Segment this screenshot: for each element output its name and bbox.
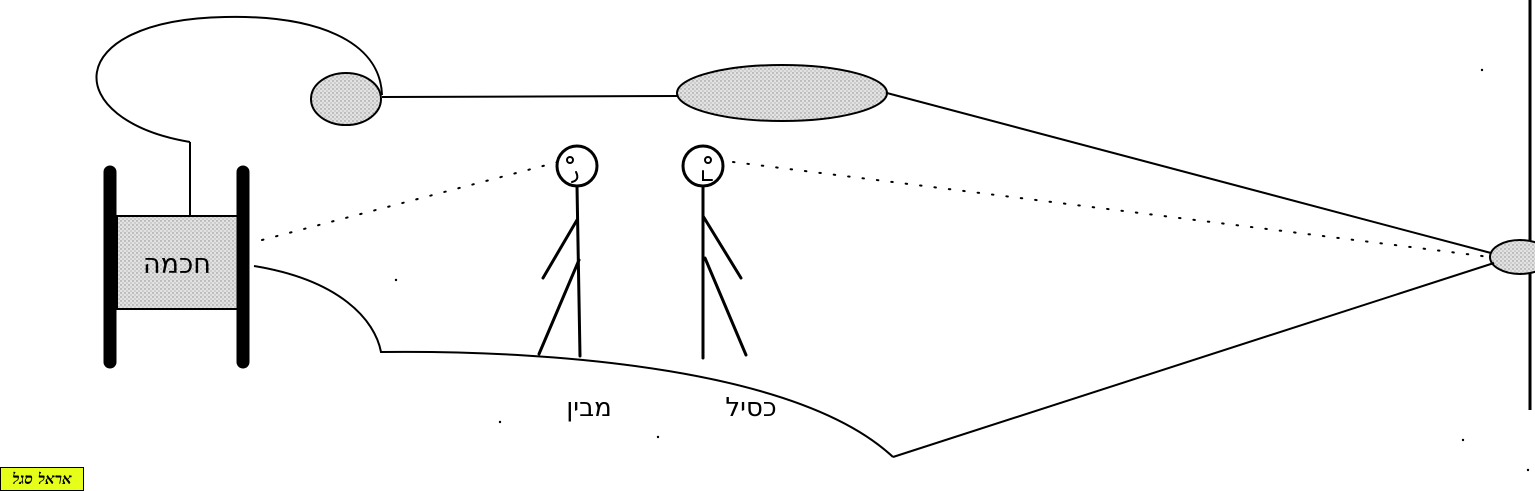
stray-dot <box>656 435 660 439</box>
stray-dot <box>1526 468 1530 472</box>
ground-hill <box>253 265 894 458</box>
large-shaded-ellipse <box>676 64 888 122</box>
fool-figure-arm <box>701 214 743 280</box>
understanding-figure-mouth <box>571 171 579 183</box>
upper-cone-line <box>886 92 1492 254</box>
lower-cone-line <box>892 262 1495 458</box>
scroll-label: חכמה <box>143 249 211 280</box>
scroll: חכמה <box>103 165 250 369</box>
stray-dot <box>1480 68 1484 72</box>
fool-figure-leg <box>703 256 748 357</box>
fool-figure-label: כסיל <box>725 393 776 423</box>
ellipse-connector-line <box>381 95 679 98</box>
understanding-figure-arm <box>541 218 579 280</box>
gaze-dotted-line-left <box>261 161 559 241</box>
fool-figure-mouth <box>702 170 713 181</box>
stray-dot <box>498 420 502 424</box>
small-shaded-ellipse <box>310 72 382 126</box>
understanding-stick-figure <box>537 144 599 358</box>
stray-dot <box>1461 438 1465 442</box>
gaze-dotted-line-right <box>732 161 1491 258</box>
understanding-figure-body <box>575 184 582 358</box>
right-shaded-ellipse <box>1489 239 1535 275</box>
signature-tag: אראל סגל <box>0 467 84 491</box>
stray-dot <box>394 278 398 282</box>
understanding-figure-label: מבין <box>566 393 612 423</box>
fool-figure-eye <box>704 156 712 164</box>
fool-stick-figure <box>681 144 748 360</box>
understanding-figure-eye <box>566 156 574 164</box>
thought-loop <box>95 15 383 143</box>
understanding-figure-leg <box>537 258 581 356</box>
